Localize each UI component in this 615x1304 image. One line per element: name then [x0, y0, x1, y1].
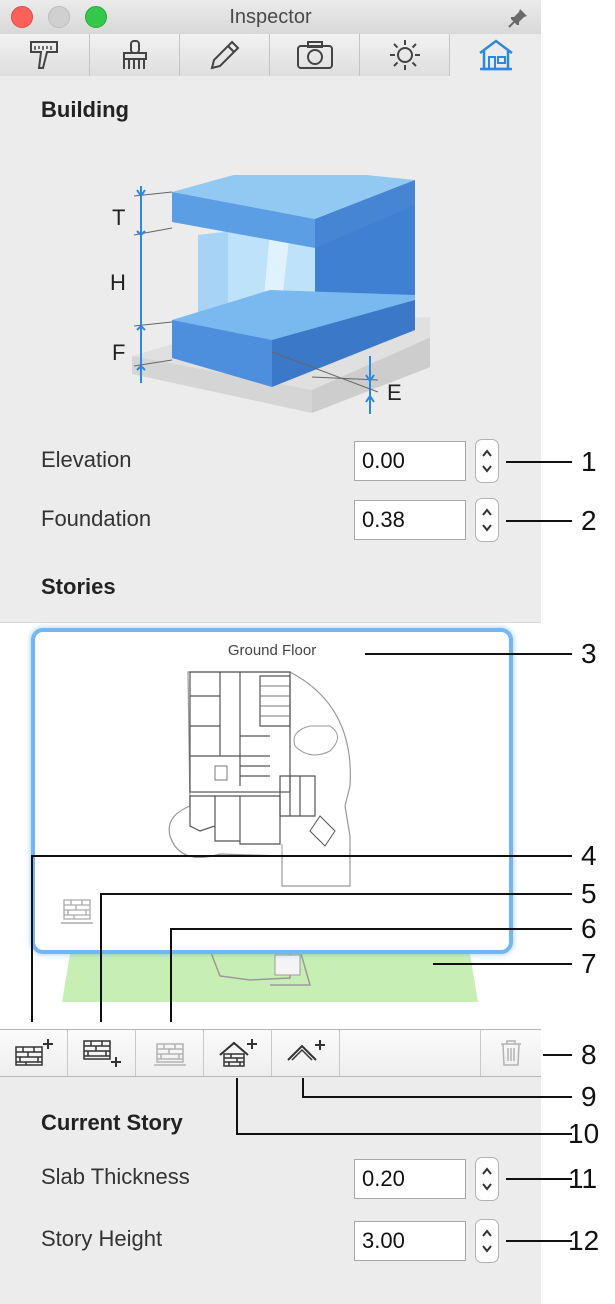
callout-line-4 [31, 855, 572, 857]
add-attic-button[interactable] [272, 1030, 340, 1076]
callout-line-9-drop [302, 1078, 304, 1098]
elevation-label: Elevation [41, 447, 132, 472]
close-button[interactable] [11, 6, 33, 28]
tab-light[interactable] [360, 34, 450, 76]
story-height-stepper[interactable] [475, 1219, 499, 1263]
story-name: Ground Floor [227, 642, 317, 659]
callout-line-1 [506, 461, 572, 463]
callout-line-11 [506, 1178, 572, 1180]
callout-line-5-drop [100, 893, 102, 1022]
elevation-stepper[interactable] [475, 439, 499, 483]
tab-measure[interactable] [0, 34, 90, 76]
diagram-label-t: T [112, 205, 125, 230]
callout-2: 2 [581, 505, 597, 536]
callout-4: 4 [581, 840, 597, 871]
diagram-label-f: F [112, 340, 125, 365]
callout-line-9 [302, 1096, 572, 1098]
callout-line-4-drop [31, 855, 33, 1022]
callout-7: 7 [581, 948, 597, 979]
pencil-icon [210, 40, 239, 70]
add-story-below-button[interactable] [68, 1030, 136, 1076]
building-diagram: T H F E [110, 175, 430, 414]
callout-6: 6 [581, 913, 597, 944]
zoom-button[interactable] [85, 6, 107, 28]
tab-camera[interactable] [270, 34, 360, 76]
tab-pencil[interactable] [180, 34, 270, 76]
add-roof-story-icon [218, 1039, 257, 1067]
callout-8: 8 [581, 1039, 597, 1070]
add-roof-story-button[interactable] [204, 1030, 272, 1076]
foundation-label: Foundation [41, 506, 152, 531]
add-basement-icon [153, 1043, 186, 1066]
callout-10: 10 [568, 1118, 600, 1149]
window-title: Inspector [229, 6, 312, 28]
slab-thickness-stepper[interactable] [475, 1157, 499, 1201]
callout-line-6-drop [170, 928, 172, 1022]
story-card-ground-floor[interactable]: Ground Floor [31, 628, 513, 954]
add-story-below-icon [82, 1040, 121, 1067]
floor-plan-thumbnail [168, 671, 351, 887]
add-story-above-icon [14, 1039, 53, 1066]
callout-line-8 [543, 1054, 572, 1056]
callout-line-10 [236, 1133, 572, 1135]
callout-5: 5 [581, 878, 597, 909]
callout-line-10-drop [236, 1078, 238, 1135]
callout-1: 1 [581, 446, 597, 477]
minimize-button[interactable] [48, 6, 70, 28]
current-story-heading: Current Story [41, 1110, 183, 1135]
callout-3: 3 [581, 638, 597, 669]
house-icon [478, 39, 513, 71]
stories-heading: Stories [41, 574, 116, 599]
delete-story-button[interactable] [480, 1030, 541, 1076]
slab-thickness-label: Slab Thickness [41, 1164, 190, 1189]
callout-line-3 [365, 653, 572, 655]
foundation-field[interactable]: 0.38 [354, 500, 466, 540]
story-height-label: Story Height [41, 1226, 163, 1251]
basement-story-thumbnail[interactable] [60, 940, 480, 1020]
building-heading: Building [41, 97, 129, 122]
pin-icon[interactable] [506, 6, 530, 30]
add-story-above-button[interactable] [0, 1030, 68, 1076]
callout-line-7 [433, 963, 572, 965]
measure-icon [29, 41, 58, 69]
add-attic-icon [286, 1040, 325, 1061]
slab-thickness-field[interactable]: 0.20 [354, 1159, 466, 1199]
elevation-field[interactable]: 0.00 [354, 441, 466, 481]
tab-brush[interactable] [90, 34, 180, 76]
callout-line-6 [170, 928, 572, 930]
callout-9: 9 [581, 1081, 597, 1112]
callout-line-12 [506, 1240, 572, 1242]
callout-line-2 [506, 520, 572, 522]
brush-icon [122, 40, 147, 69]
inspector-tabs [0, 34, 541, 76]
callout-11: 11 [568, 1163, 598, 1194]
diagram-label-h: H [110, 270, 126, 295]
stories-toolbar [0, 1029, 541, 1077]
camera-icon [296, 41, 333, 69]
sun-icon [389, 40, 420, 70]
trash-icon [501, 1040, 521, 1066]
foundation-stepper[interactable] [475, 498, 499, 542]
story-level-icon [61, 899, 93, 924]
diagram-label-e: E [387, 380, 402, 405]
add-basement-button[interactable] [136, 1030, 204, 1076]
callout-line-5 [100, 893, 572, 895]
story-height-field[interactable]: 3.00 [354, 1221, 466, 1261]
tab-building[interactable] [450, 34, 541, 76]
callout-12: 12 [568, 1225, 600, 1256]
title-bar: Inspector [0, 0, 541, 35]
